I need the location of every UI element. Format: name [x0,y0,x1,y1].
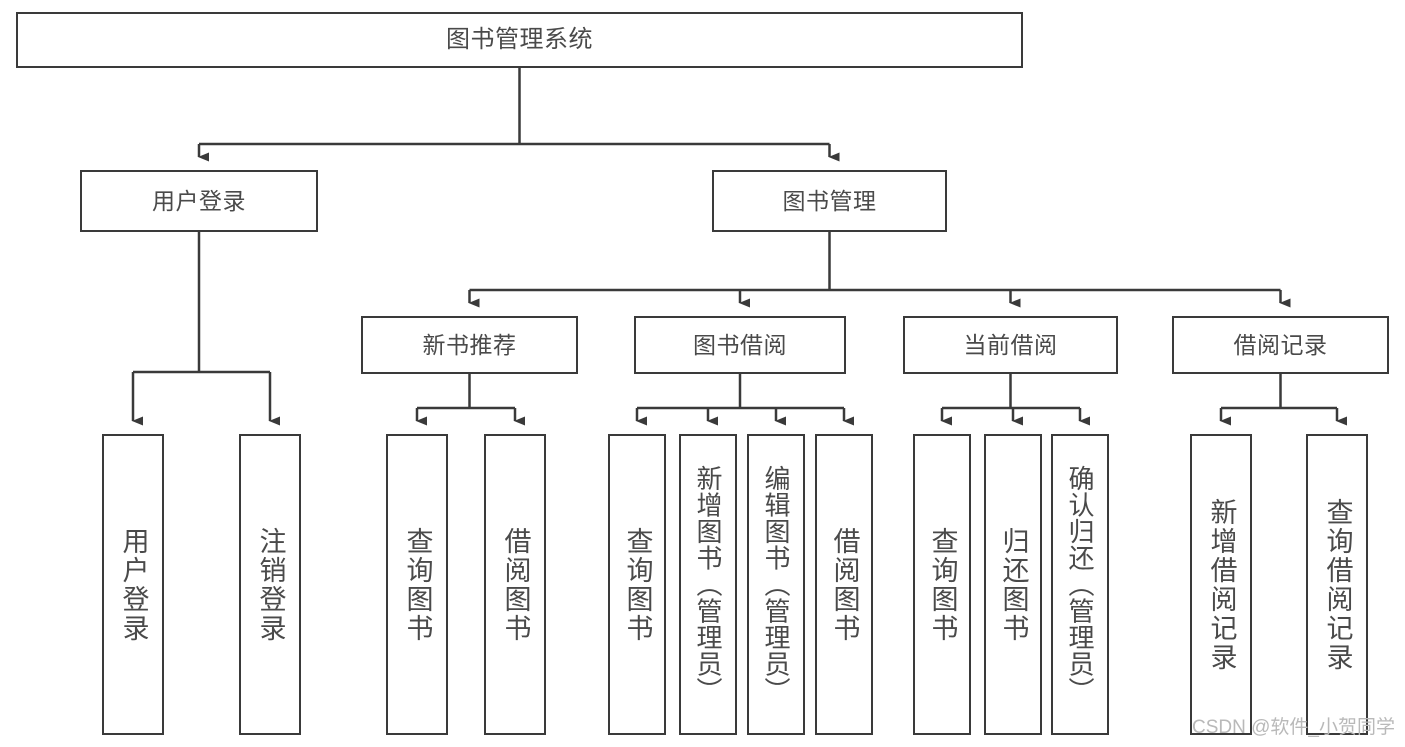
node-label: 借阅记录 [1233,331,1328,358]
node-bookmgmt[interactable]: 图书管理 [712,170,947,232]
node-label: 图书管理 [782,187,877,214]
node-l-qbook3[interactable]: 查询图书 [913,434,971,735]
node-label: 图书管理系统 [446,26,593,54]
connector-bus-bookmgmt [469,232,1281,292]
node-label: 确认归还（管理员） [1065,465,1095,704]
node-l-return[interactable]: 归还图书 [984,434,1042,735]
node-l-qbook2[interactable]: 查询图书 [608,434,666,735]
connector-bus-root [199,68,830,146]
node-l-bbook2[interactable]: 借阅图书 [815,434,873,735]
node-records[interactable]: 借阅记录 [1172,316,1389,374]
node-label: 图书借阅 [693,331,787,358]
node-label: 查询图书 [402,526,433,643]
node-l-bbook1[interactable]: 借阅图书 [484,434,546,735]
node-l-editbook[interactable]: 编辑图书（管理员） [747,434,805,735]
connector-bus-records [1221,374,1337,410]
node-label: 用户登录 [152,187,246,214]
node-label: 查询借阅记录 [1322,497,1353,672]
node-borrow[interactable]: 图书借阅 [634,316,846,374]
node-label: 查询图书 [927,526,958,643]
node-label: 归还图书 [998,526,1029,643]
node-l-addbook[interactable]: 新增图书（管理员） [679,434,737,735]
csdn-watermark: CSDN @软件_小贺同学 [1192,717,1395,738]
node-newrec[interactable]: 新书推荐 [361,316,578,374]
node-l-logout[interactable]: 注销登录 [239,434,301,735]
node-l-qbook1[interactable]: 查询图书 [386,434,448,735]
node-label: 新增借阅记录 [1206,497,1237,672]
node-label: 借阅图书 [500,526,531,643]
node-label: 当前借阅 [963,331,1058,358]
node-login[interactable]: 用户登录 [80,170,318,232]
connector-bus-current [942,374,1080,410]
node-label: 新增图书（管理员） [693,465,723,704]
node-l-login[interactable]: 用户登录 [102,434,164,735]
connector-bus-newrec [417,374,515,410]
node-label: 用户登录 [118,526,149,643]
node-l-confirm[interactable]: 确认归还（管理员） [1051,434,1109,735]
node-label: 新书推荐 [422,331,517,358]
node-label: 注销登录 [255,526,286,643]
node-root[interactable]: 图书管理系统 [16,12,1023,68]
node-label: 编辑图书（管理员） [761,465,791,704]
node-label: 借阅图书 [829,526,860,643]
connector-bus-borrow [637,374,844,410]
node-l-addrec[interactable]: 新增借阅记录 [1190,434,1252,735]
connector-bus-login [133,232,270,374]
node-label: 查询图书 [622,526,653,643]
node-l-qrec[interactable]: 查询借阅记录 [1306,434,1368,735]
node-current[interactable]: 当前借阅 [903,316,1118,374]
